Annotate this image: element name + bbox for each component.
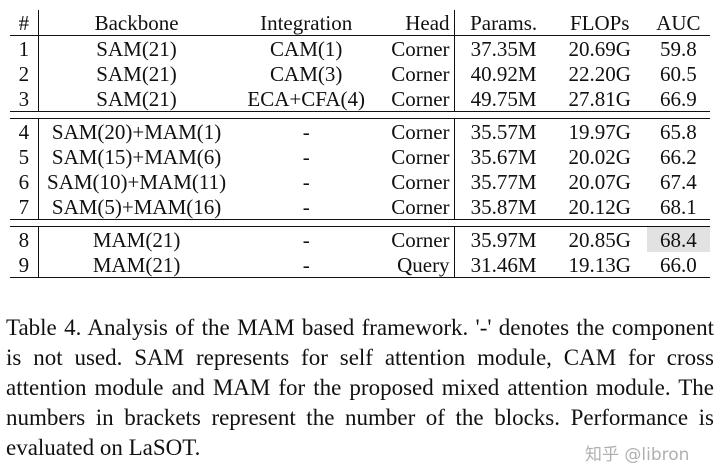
cell-head: Corner xyxy=(377,194,455,220)
results-table-container: # Backbone Integration Head Params. FLOP… xyxy=(10,10,710,278)
cell-params: 35.87M xyxy=(454,194,553,220)
cell-backbone: SAM(5)+MAM(16) xyxy=(38,194,235,220)
cell-integration: ECA+CFA(4) xyxy=(234,86,378,112)
header-head: Head xyxy=(377,10,455,36)
watermark: 知乎 @libron xyxy=(585,445,690,465)
table-row: 8 MAM(21) - Corner 35.97M 20.85G 68.4 xyxy=(10,226,710,252)
cell-auc: 66.0 xyxy=(646,252,710,278)
header-index: # xyxy=(10,10,39,36)
table-header-row: # Backbone Integration Head Params. FLOP… xyxy=(10,10,710,36)
cell-flops: 22.20G xyxy=(568,61,631,86)
cell-auc: 65.8 xyxy=(659,119,697,144)
cell-integration: - xyxy=(234,194,378,220)
cell-params: 49.75M xyxy=(454,86,553,112)
cell-params: 35.77M xyxy=(470,169,537,194)
cell-params: 35.57M xyxy=(470,119,537,144)
cell-head: Corner xyxy=(377,118,455,144)
header-integration: Integration xyxy=(234,10,378,36)
cell-params: 37.35M xyxy=(470,36,537,61)
cell-params: 35.97M xyxy=(470,227,537,252)
table-row: 7 SAM(5)+MAM(16) - Corner 35.87M 20.12G … xyxy=(10,194,710,220)
group-separator xyxy=(10,219,710,227)
cell-auc: 60.5 xyxy=(659,61,697,86)
cell-index: 3 xyxy=(10,86,39,112)
cell-index: 8 xyxy=(10,226,39,252)
table-row: 6 SAM(10)+MAM(11) - Corner 35.77M 20.07G… xyxy=(10,169,710,194)
cell-index: 4 xyxy=(10,118,39,144)
cell-index: 9 xyxy=(10,252,39,278)
cell-integration: CAM(1) xyxy=(270,36,343,61)
header-params: Params. xyxy=(454,10,553,36)
cell-head: Corner xyxy=(377,35,455,61)
cell-backbone: MAM(21) xyxy=(92,227,181,252)
header-flops: FLOPs xyxy=(552,10,647,36)
cell-head: Corner xyxy=(377,61,455,86)
cell-head: Corner xyxy=(377,226,455,252)
cell-index: 2 xyxy=(10,61,39,86)
cell-params: 35.67M xyxy=(470,144,537,169)
table-row: 3 SAM(21) ECA+CFA(4) Corner 49.75M 27.81… xyxy=(10,86,710,112)
cell-params: 31.46M xyxy=(454,252,553,278)
cell-integration: - xyxy=(234,252,378,278)
cell-backbone: SAM(21) xyxy=(96,61,177,86)
cell-flops: 20.07G xyxy=(568,169,631,194)
cell-index: 1 xyxy=(10,35,39,61)
cell-integration: CAM(3) xyxy=(270,61,343,86)
cell-head: Corner xyxy=(377,144,455,169)
cell-integration: - xyxy=(302,169,310,194)
cell-flops: 20.85G xyxy=(568,227,631,252)
cell-integration: - xyxy=(302,119,310,144)
cell-head: Corner xyxy=(377,86,455,112)
cell-flops: 20.02G xyxy=(568,144,631,169)
cell-backbone: SAM(21) xyxy=(38,86,235,112)
cell-auc: 68.1 xyxy=(646,194,710,220)
cell-backbone: SAM(15)+MAM(6) xyxy=(51,144,222,169)
cell-head: Query xyxy=(377,252,455,278)
cell-index: 5 xyxy=(10,144,39,169)
group-separator xyxy=(10,111,710,119)
results-table: # Backbone Integration Head Params. FLOP… xyxy=(10,10,710,278)
cell-integration: - xyxy=(302,144,310,169)
cell-auc: 66.2 xyxy=(659,144,697,169)
cell-auc: 66.9 xyxy=(646,86,710,112)
table-row: 2 SAM(21) CAM(3) Corner 40.92M 22.20G 60… xyxy=(10,61,710,86)
cell-flops: 19.13G xyxy=(552,252,647,278)
cell-backbone: SAM(20)+MAM(1) xyxy=(51,119,222,144)
cell-index: 6 xyxy=(10,169,39,194)
table-row: 9 MAM(21) - Query 31.46M 19.13G 66.0 xyxy=(10,252,710,278)
cell-auc-best: 68.4 xyxy=(646,226,710,252)
cell-index: 7 xyxy=(10,194,39,220)
cell-flops: 19.97G xyxy=(568,119,631,144)
table-row: 4 SAM(20)+MAM(1) - Corner 35.57M 19.97G … xyxy=(10,118,710,144)
header-backbone: Backbone xyxy=(38,10,235,36)
table-row: 1 SAM(21) CAM(1) Corner 37.35M 20.69G 59… xyxy=(10,35,710,61)
cell-flops: 20.12G xyxy=(552,194,647,220)
cell-head: Corner xyxy=(377,169,455,194)
cell-params: 40.92M xyxy=(470,61,537,86)
cell-backbone: SAM(21) xyxy=(96,36,177,61)
cell-flops: 27.81G xyxy=(552,86,647,112)
cell-flops: 20.69G xyxy=(568,36,631,61)
cell-auc: 67.4 xyxy=(659,169,697,194)
cell-integration: - xyxy=(302,227,310,252)
cell-auc: 59.8 xyxy=(659,36,697,61)
header-auc: AUC xyxy=(646,10,710,36)
cell-backbone: SAM(10)+MAM(11) xyxy=(47,169,227,194)
table-caption: Table 4. Analysis of the MAM based frame… xyxy=(6,315,714,460)
table-row: 5 SAM(15)+MAM(6) - Corner 35.67M 20.02G … xyxy=(10,144,710,169)
cell-backbone: MAM(21) xyxy=(38,252,235,278)
